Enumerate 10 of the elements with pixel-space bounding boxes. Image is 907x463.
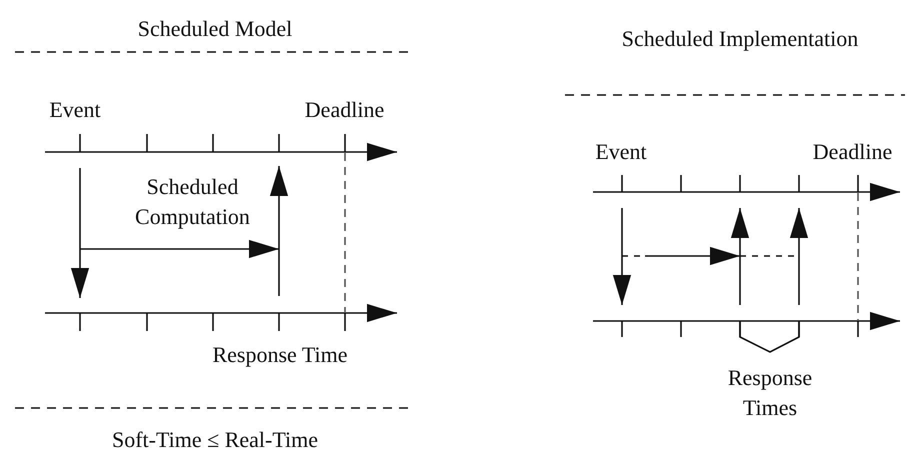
equation-caption: Soft-Time ≤ Real-Time bbox=[110, 426, 320, 454]
response-time-label: Response Time bbox=[211, 341, 349, 369]
deadline-label: Deadline bbox=[812, 138, 894, 166]
event-label: Event bbox=[594, 138, 648, 166]
deadline-label: Deadline bbox=[304, 96, 386, 124]
section-heading: Scheduled Implementation bbox=[620, 25, 860, 53]
response-time-label: Response Times bbox=[726, 364, 814, 422]
event-label: Event bbox=[48, 96, 102, 124]
computation-label: Scheduled Computation bbox=[134, 173, 251, 231]
section-heading: Scheduled Model bbox=[136, 15, 294, 43]
